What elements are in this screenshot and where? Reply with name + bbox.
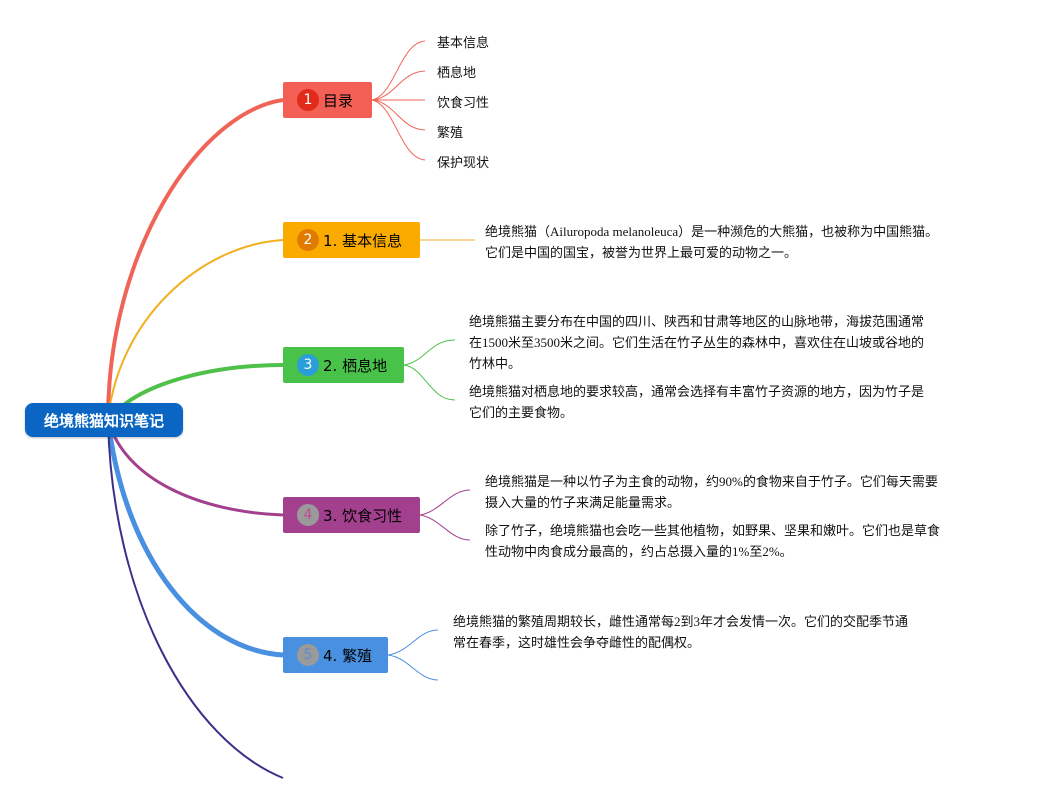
toc-item[interactable]: 栖息地 [437,66,477,81]
number-badge-icon: 4 [297,504,319,526]
topic-basic-info[interactable]: 2 1. 基本信息 [283,222,420,258]
number-badge-icon: 1 [297,89,319,111]
branch-line-protection [107,419,284,779]
toc-item[interactable]: 繁殖 [437,126,464,141]
toc-item[interactable]: 饮食习性 [437,96,490,111]
para-line-breeding-2 [387,654,439,681]
branch-line-breeding [105,419,284,658]
toc-item[interactable]: 保护现状 [437,156,490,171]
para-line-habitat-1 [403,339,456,366]
leaf-line-5 [371,99,426,161]
topic-label: 4. 繁殖 [323,646,373,665]
leaf-line-2 [371,70,426,101]
note-paragraph: 绝境熊猫对栖息地的要求较高，通常会选择有丰富竹子资源的地方，因为竹子是 它们的主… [469,384,925,420]
root-title: 绝境熊猫知识笔记 [43,411,164,430]
topic-habitat[interactable]: 3 2. 栖息地 [283,347,404,383]
leaf-line-4 [371,99,426,131]
para-line-habitat-2 [403,364,456,401]
branch-line-basic [107,239,284,421]
toc-item[interactable]: 基本信息 [437,36,490,51]
topic-label: 2. 栖息地 [323,356,388,375]
topic-diet[interactable]: 4 3. 饮食习性 [283,497,420,533]
number-badge-icon: 2 [297,229,319,251]
note-paragraph: 绝境熊猫主要分布在中国的四川、陕西和甘肃等地区的山脉地带，海拔范围通常 在150… [469,314,925,371]
para-line-diet-2 [419,514,471,541]
note-paragraph: 绝境熊猫是一种以竹子为主食的动物，约90%的食物来自于竹子。它们每天需要 摄入大… [485,474,938,510]
note-paragraph: 绝境熊猫的繁殖周期较长，雌性通常每2到3年才会发情一次。它们的交配季节通 常在春… [453,614,909,650]
topic-label: 3. 饮食习性 [323,506,403,525]
topic-label: 1. 基本信息 [323,231,403,250]
topic-breeding[interactable]: 5 4. 繁殖 [283,637,388,673]
branch-line-toc [106,98,284,421]
para-line-breeding-1 [387,629,439,656]
number-badge-icon: 3 [297,354,319,376]
number-badge-icon: 5 [297,644,319,666]
topic-toc[interactable]: 1 目录 [283,82,372,118]
note-paragraph: 除了竹子，绝境熊猫也会吃一些其他植物，如野果、坚果和嫩叶。它们也是草食 性动物中… [485,523,941,559]
note-paragraph: 绝境熊猫（Ailuropoda melanoleuca）是一种濒危的大熊猫，也被… [485,224,939,260]
topic-label: 目录 [323,91,354,110]
para-line-diet-1 [419,489,471,516]
leaf-line-1 [371,40,426,101]
branch-line-diet [106,419,284,517]
root-node[interactable]: 绝境熊猫知识笔记 [25,403,183,437]
